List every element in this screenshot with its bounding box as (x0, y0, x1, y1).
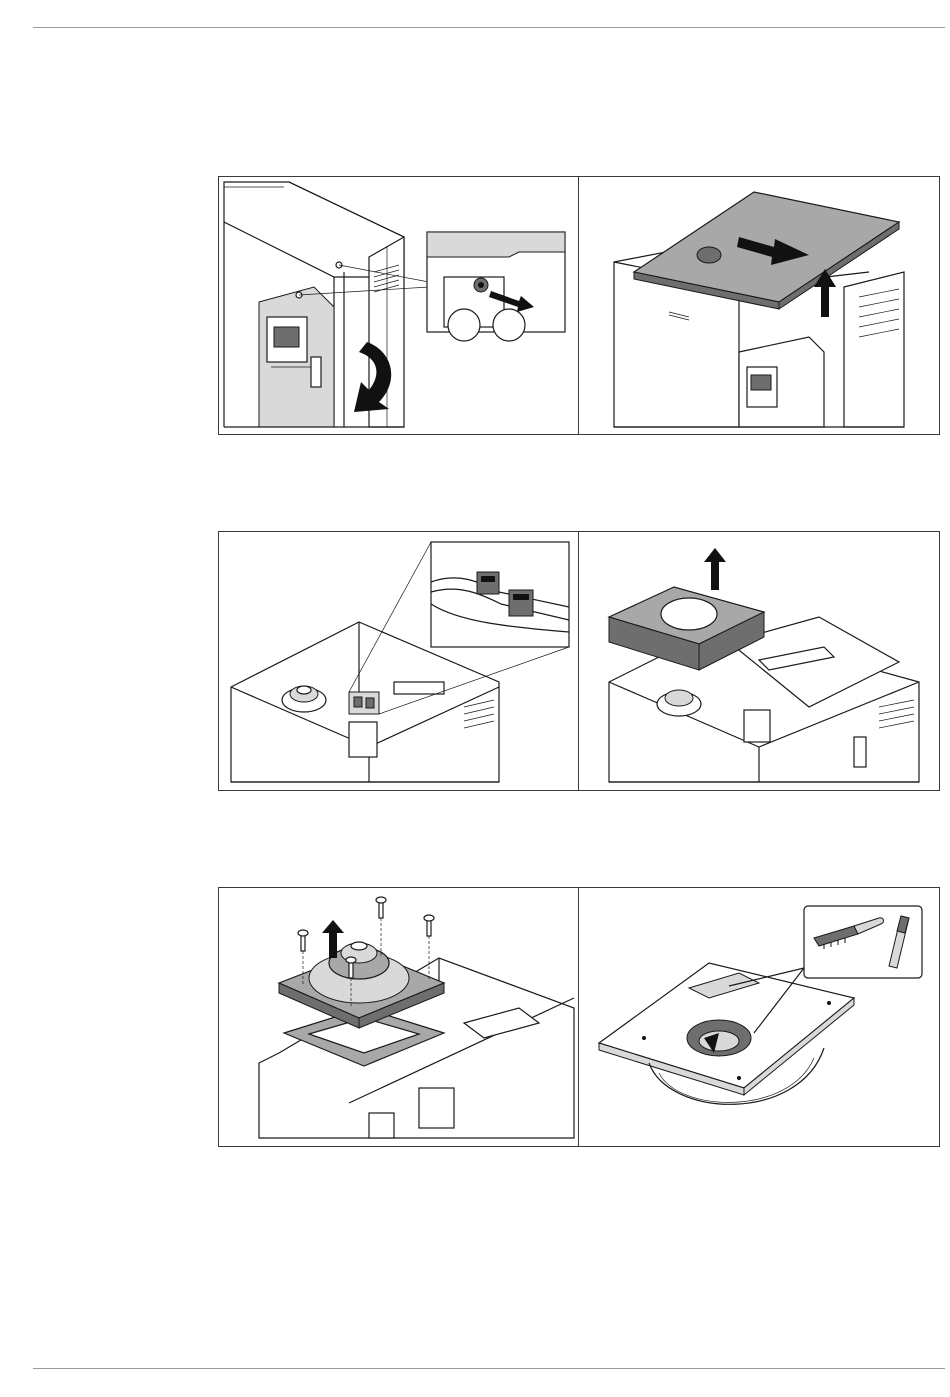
cleaning-tools-inset (804, 906, 922, 978)
panel-remove-fan-unit (219, 888, 578, 1146)
lift-arrow-icon (704, 548, 726, 590)
panel-remove-top-cover (579, 177, 938, 434)
panel-unplug-connector (219, 532, 578, 790)
figure-connector-and-insulation (218, 531, 940, 791)
panel-lift-insulation (579, 532, 938, 790)
header-rule (33, 27, 945, 28)
figure-fan-removal-and-cleaning (218, 887, 940, 1147)
figure-front-and-top-cover (218, 176, 940, 435)
screw-detail-inset (427, 232, 565, 341)
panel-open-front-door (219, 177, 578, 434)
connector-icon (477, 572, 499, 594)
connector-detail-inset (431, 542, 569, 647)
panel-clean-fan (579, 888, 938, 1146)
footer-rule (33, 1368, 945, 1369)
